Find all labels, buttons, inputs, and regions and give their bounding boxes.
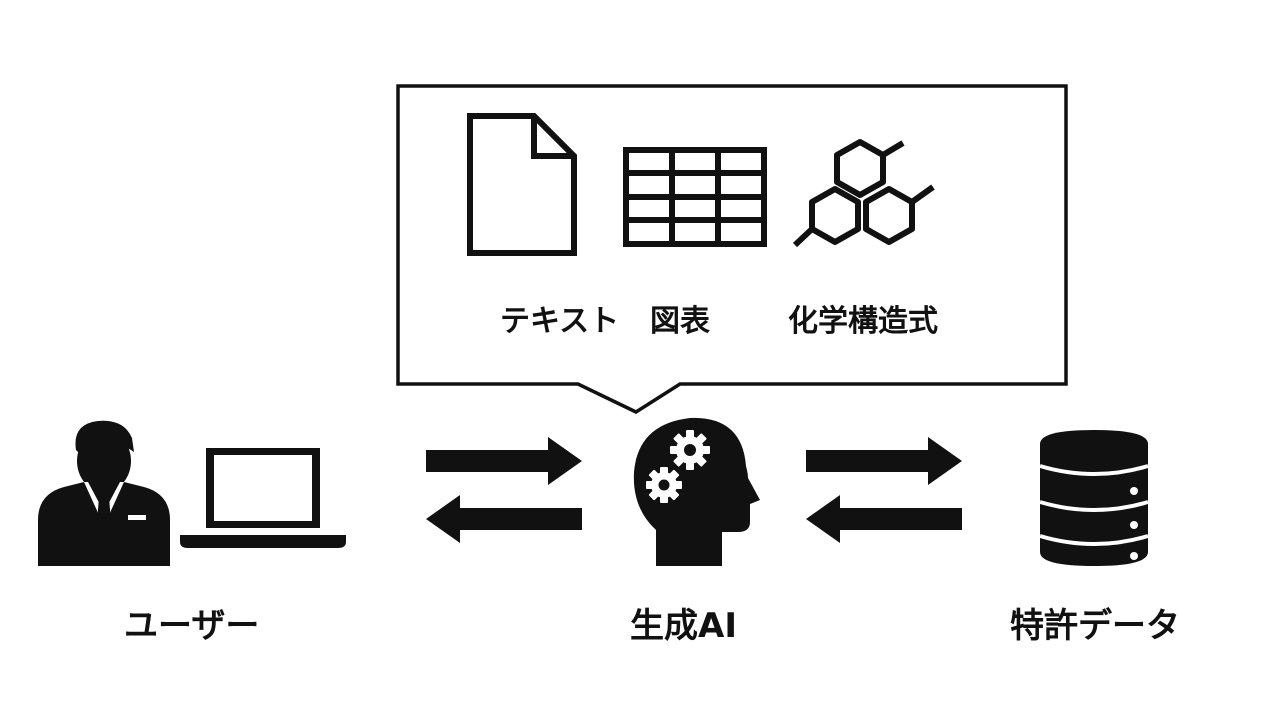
table-icon	[623, 147, 767, 247]
label-generative-ai: 生成AI	[630, 606, 737, 646]
chemical-structure-icon	[792, 139, 935, 248]
arrow-right-to-ai	[426, 437, 582, 485]
label-text: テキスト	[500, 304, 620, 339]
laptop-icon	[180, 448, 346, 548]
document-icon	[467, 113, 577, 256]
arrow-right-to-data	[806, 437, 962, 485]
brain-gears-head-icon	[633, 417, 760, 566]
label-figure-table: 図表	[650, 304, 710, 339]
label-patent-data: 特許データ	[1010, 606, 1180, 646]
database-icon	[1039, 430, 1149, 566]
businessman-icon	[38, 420, 170, 566]
label-chemical-structure: 化学構造式	[788, 304, 938, 339]
label-user: ユーザー	[124, 606, 260, 646]
arrow-left-to-ai	[806, 495, 962, 543]
speech-bubble	[396, 84, 1068, 414]
arrow-left-to-user	[426, 495, 582, 543]
